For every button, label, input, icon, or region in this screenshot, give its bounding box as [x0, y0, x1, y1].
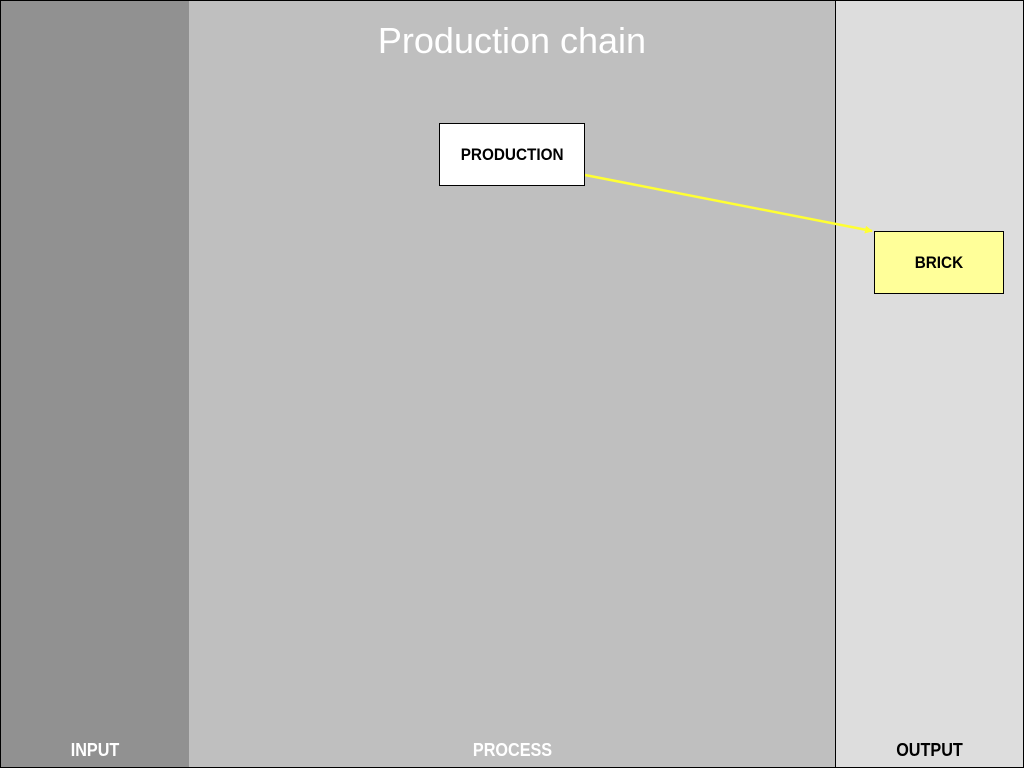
input-column: INPUT — [0, 0, 190, 768]
brick-node-label: BRICK — [914, 252, 964, 272]
process-column: PROCESS — [189, 0, 836, 768]
output-column: OUTPUT — [835, 0, 1024, 768]
production-node-label: PRODUCTION — [460, 144, 564, 164]
input-column-label: INPUT — [70, 740, 120, 760]
brick-node[interactable]: BRICK — [874, 231, 1004, 294]
diagram-title: Production chain — [377, 20, 647, 61]
process-column-label: PROCESS — [472, 740, 553, 760]
production-node[interactable]: PRODUCTION — [439, 123, 585, 186]
output-column-label: OUTPUT — [896, 740, 963, 760]
